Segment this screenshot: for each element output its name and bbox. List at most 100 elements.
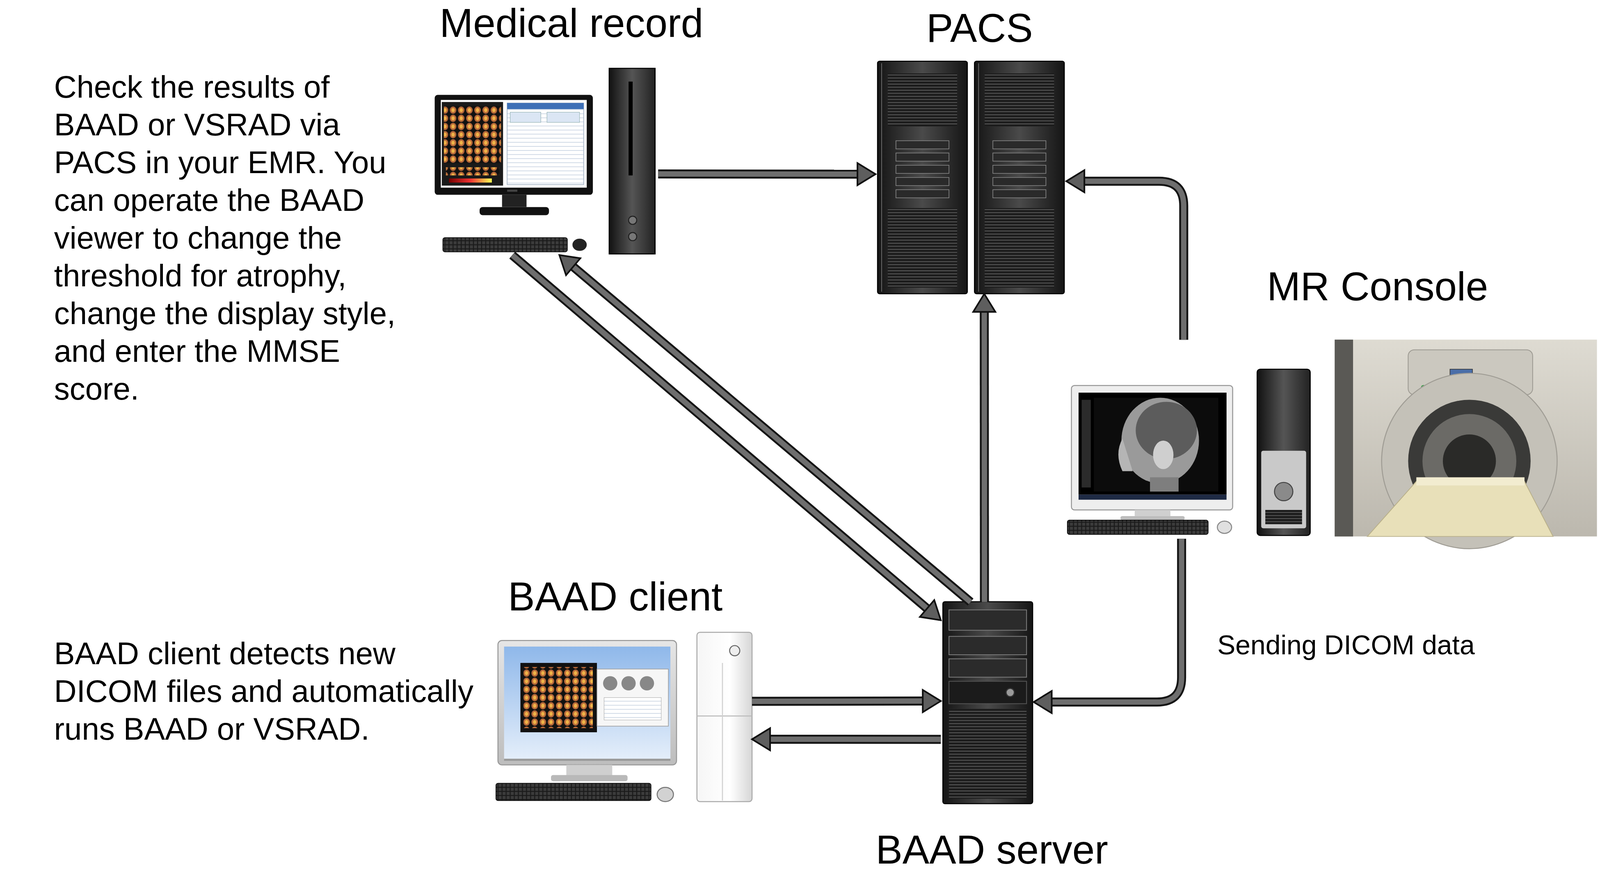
arrow-shaft-fill <box>512 255 928 610</box>
arrow-head <box>922 690 941 713</box>
arrow-shaft-fill <box>1051 538 1182 702</box>
node-title: PACS <box>926 7 1034 48</box>
pacs-server-art <box>877 61 1065 294</box>
baad-server-art <box>948 636 1027 655</box>
baad-server-art <box>942 601 1033 804</box>
baad-client-art <box>520 662 597 733</box>
emr-workstation-art <box>546 112 580 123</box>
arrow-head <box>857 163 876 186</box>
emr-workstation-art <box>510 112 542 123</box>
mr-console-art <box>1217 521 1232 534</box>
emr-workstation-art <box>434 94 594 195</box>
emr-workstation-art <box>628 216 637 225</box>
arrow-shaft-fill <box>658 171 859 177</box>
arrow-shaft <box>572 266 971 603</box>
baad-client-art <box>504 758 671 762</box>
mr-console-art <box>1067 339 1598 549</box>
emr-workstation-art <box>434 68 656 254</box>
emr-workstation-art <box>628 81 633 176</box>
arrow-connector <box>752 728 941 751</box>
baad-client: BAAD client <box>492 630 752 803</box>
arrow-connector <box>1033 538 1182 714</box>
edge-label: Sending DICOM data <box>1217 631 1475 659</box>
baad-client-art <box>697 632 752 802</box>
baad-client-art <box>504 646 671 759</box>
baad-server-art <box>948 708 1027 799</box>
arrow-shaft <box>1083 181 1184 341</box>
baad-server-art <box>948 658 1027 678</box>
emr-workstation-art <box>479 207 549 216</box>
arrow-shaft <box>769 734 941 744</box>
arrow-head <box>1033 690 1052 714</box>
baad-client-art <box>523 667 593 729</box>
emr-workstation-art <box>507 102 584 185</box>
emr-workstation-art <box>441 102 503 186</box>
mr-console-art <box>1121 397 1199 484</box>
mr-console-art <box>1078 494 1227 500</box>
node-title: Medical record <box>439 2 704 44</box>
mr-console-art <box>1274 482 1294 501</box>
baad-client-art <box>496 783 652 801</box>
baad-client-art <box>596 669 669 727</box>
arrow-shaft-fill <box>1083 181 1184 341</box>
arrow-shaft-fill <box>572 266 971 603</box>
emr-workstation-art <box>442 237 567 252</box>
baad-client-art <box>697 715 752 717</box>
description-note: BAAD client detects new DICOM files and … <box>54 634 485 748</box>
baad-client-art <box>498 640 677 765</box>
mr-console-art <box>1334 339 1354 537</box>
mr-console-art <box>1261 450 1306 529</box>
baad-client-art <box>621 676 636 691</box>
mr-console-art <box>1257 369 1310 536</box>
baad-client-art <box>603 676 618 691</box>
mr-console-art <box>1067 520 1209 535</box>
arrow-shaft-fill <box>769 736 941 742</box>
node-title: MR Console <box>1266 266 1488 307</box>
baad-client-art <box>550 774 628 782</box>
emr-workstation-art <box>502 194 527 208</box>
arrow-shaft <box>752 696 924 707</box>
mr-console-art <box>1081 400 1091 488</box>
emr-workstation-art <box>628 232 637 241</box>
arrow-shaft <box>658 169 859 179</box>
emr-workstation-art <box>445 167 499 176</box>
arrow-connector <box>973 293 996 602</box>
arrow-shaft <box>512 255 928 610</box>
emr-workstation-art <box>443 106 501 164</box>
pacs-server-art <box>877 61 968 294</box>
arrow-shaft <box>979 310 989 602</box>
arrow-head <box>752 728 771 751</box>
arrow-head <box>1066 170 1085 193</box>
arrow-head <box>973 293 996 312</box>
description-note: Check the results of BAAD or VSRAD via P… <box>54 68 399 408</box>
baad-server-art <box>948 610 1027 631</box>
baad-client-art <box>722 662 723 801</box>
mr-console-art <box>1367 481 1554 537</box>
mr-console-art <box>1153 440 1174 470</box>
mr-console-art <box>1071 385 1233 510</box>
emr-workstation-art <box>507 189 518 192</box>
baad-client-art <box>640 676 655 691</box>
emr-workstation-art <box>609 68 656 254</box>
baad-server-art <box>1005 688 1015 697</box>
arrow-shaft <box>1051 538 1182 702</box>
arrow-shaft-fill <box>981 310 988 602</box>
mr-console-art <box>1416 477 1525 486</box>
arrow-connector <box>752 690 941 713</box>
baad-client-art <box>657 787 674 802</box>
arrow-shaft-fill <box>752 698 924 704</box>
baad-server-art <box>948 681 1027 704</box>
baad-server-art <box>942 601 1033 804</box>
arrow-connector <box>658 163 876 186</box>
emr-workstation-art <box>440 100 587 188</box>
baad-client-art <box>729 645 740 656</box>
arrow-head <box>919 600 941 621</box>
pacs-server-art <box>974 61 1065 294</box>
mr-console: MR Console <box>1066 339 1600 539</box>
node-title: BAAD client <box>507 576 723 617</box>
baad-client-art <box>603 697 661 720</box>
mr-console-art <box>1120 516 1185 521</box>
mr-console-art <box>1093 397 1219 492</box>
baad-server: BAAD server <box>940 601 1034 804</box>
